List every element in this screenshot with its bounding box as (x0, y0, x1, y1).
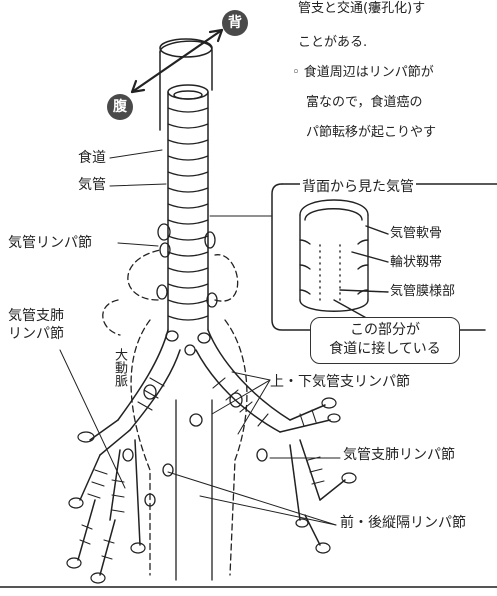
label-bronchopulmonary-ln: 気管支肺リンパ節 (343, 447, 455, 464)
label-mediastinal-ln: 前・後縦隔リンパ節 (340, 515, 466, 532)
inset-label-membranous-part: 気管膜様部 (390, 284, 455, 300)
aorta-dashed (103, 250, 247, 575)
dorsal-circle: 背 (222, 10, 248, 36)
label-aorta: 大動脈 (112, 348, 126, 387)
esophagus-lower (176, 400, 212, 580)
lymph-nodes (123, 224, 267, 506)
label-esophagus: 食道 (78, 150, 106, 167)
bullet-text-line2: 富なので，食道癌の (306, 94, 422, 111)
inset-callout: この部分が 食道に接している (310, 317, 460, 364)
top-text-line2: ことがある. (298, 34, 367, 51)
inset-title: 背面から見た気管 (300, 176, 416, 196)
ventral-circle: 腹 (107, 94, 133, 120)
label-upper-lower-bronchial-ln: 上・下気管支リンパ節 (270, 374, 410, 391)
label-tracheobronchial-ln-1: 気管支肺 (8, 308, 64, 325)
bullet-text-line3: パ節転移が起こりやす (306, 124, 436, 141)
inset-trachea (300, 200, 388, 320)
bullet-text-line1: ◦ 食道周辺はリンパ節が (292, 64, 434, 81)
label-trachea: 気管 (78, 177, 106, 194)
bottom-rule (0, 586, 497, 588)
inset-callout-line1: この部分が (311, 321, 459, 340)
label-tracheobronchial-ln-2: リンパ節 (8, 326, 64, 343)
top-text-line1: 管支と交通(瘻孔化)す (298, 0, 425, 17)
inset-label-annular-ligament: 輪状靱帯 (390, 255, 442, 271)
inset-callout-line2: 食道に接している (311, 340, 459, 359)
inset-label-cartilage: 気管軟骨 (390, 226, 442, 242)
label-tracheal-ln: 気管リンパ節 (8, 235, 92, 252)
tracheal-rings (168, 108, 208, 320)
